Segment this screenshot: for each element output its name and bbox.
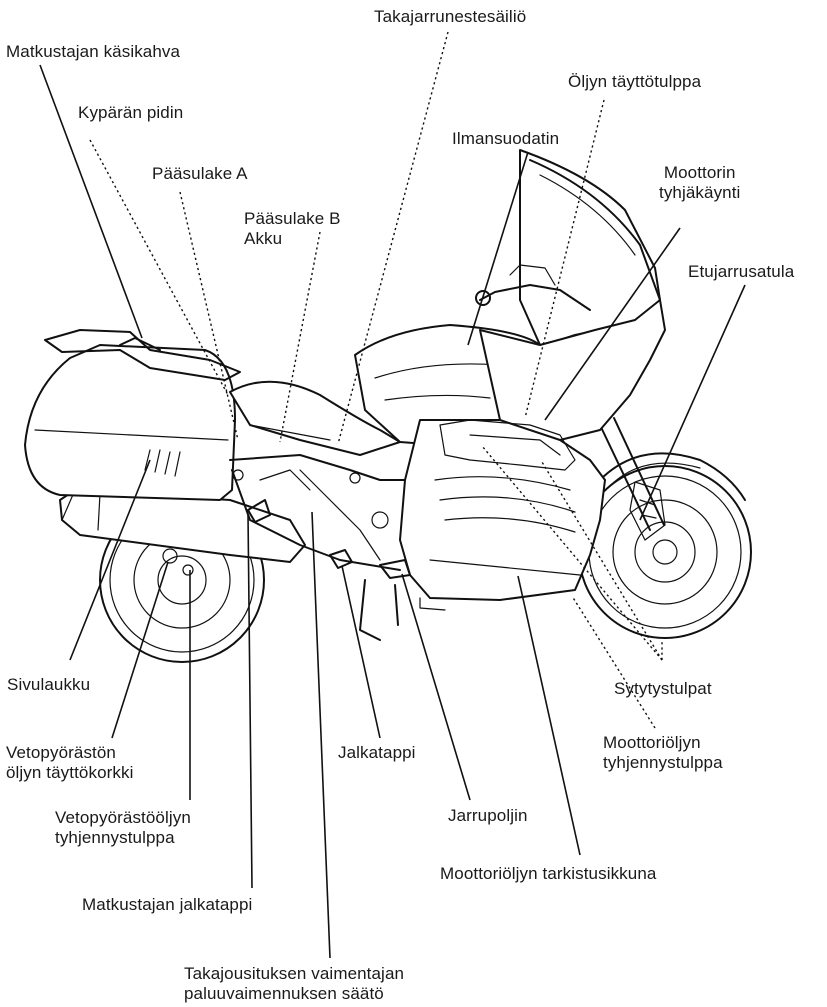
leader-takajousitus xyxy=(312,512,330,958)
label-akku: Akku xyxy=(244,229,341,249)
label-takajousituksen-saato: Takajousituksen vaimentajan paluuvaimenn… xyxy=(184,964,404,1004)
label-paasulake-a: Pääsulake A xyxy=(152,164,248,184)
label-vetopyorastooljyn-line1: Vetopyörästööljyn xyxy=(55,808,191,828)
label-matkustajan-jalkatappi: Matkustajan jalkatappi xyxy=(82,895,252,915)
label-moottorioljyn-tyhjennystulppa-line1: Moottoriöljyn xyxy=(603,733,723,753)
label-sivulaukku: Sivulaukku xyxy=(7,675,90,695)
label-etujarrusatula: Etujarrusatula xyxy=(688,262,794,282)
leader-jalkatappi xyxy=(342,566,380,738)
label-sytytystulpat: Sytytystulpat xyxy=(614,679,712,699)
label-oljyn-tayttotulppa: Öljyn täyttötulppa xyxy=(568,72,701,92)
leader-vetopyorasto-tayttokorkki xyxy=(112,562,168,738)
exhaust xyxy=(60,490,305,562)
label-vetopyorastooljyn-tyhjennystulppa: Vetopyörästööljyn tyhjennystulppa xyxy=(55,808,191,848)
label-moottorioljyn-tyhjennystulppa: Moottoriöljyn tyhjennystulppa xyxy=(603,733,723,773)
label-moottorioljyn-tarkistusikkuna: Moottoriöljyn tarkistusikkuna xyxy=(440,864,656,884)
label-jalkatappi: Jalkatappi xyxy=(338,743,416,763)
label-ilmansuodatin: Ilmansuodatin xyxy=(452,129,559,149)
label-kyparan-pidin: Kypärän pidin xyxy=(78,103,183,123)
label-moottorin-tyhjakaynti: Moottorin tyhjäkäynti xyxy=(659,163,740,203)
label-vetopyorasto-line2: öljyn täyttökorkki xyxy=(6,763,133,783)
label-takajousitus-line2: paluuvaimennuksen säätö xyxy=(184,984,404,1004)
label-paasulake-b-akku: Pääsulake B Akku xyxy=(244,209,341,249)
label-vetopyorasto-tayttokorkki: Vetopyörästön öljyn täyttökorkki xyxy=(6,743,133,783)
label-moottorin-tyhjakaynti-line2: tyhjäkäynti xyxy=(659,183,740,203)
motorcycle-illustration xyxy=(25,150,751,662)
front-fork xyxy=(600,418,665,540)
label-moottorin-tyhjakaynti-line1: Moottorin xyxy=(659,163,740,183)
leader-moottorioljyn-tyhjennystulppa xyxy=(572,596,655,728)
label-vetopyorasto-line1: Vetopyörästön xyxy=(6,743,133,763)
label-takajarrunestesailio: Takajarrunestesäiliö xyxy=(374,7,526,27)
label-jarrupoljin: Jarrupoljin xyxy=(448,806,528,826)
engine-fairing xyxy=(400,420,605,610)
center-stand xyxy=(360,580,398,640)
label-matkustajan-kasikahva: Matkustajan käsikahva xyxy=(6,42,180,62)
label-vetopyorastooljyn-line2: tyhjennystulppa xyxy=(55,828,191,848)
label-moottorioljyn-tyhjennystulppa-line2: tyhjennystulppa xyxy=(603,753,723,773)
leader-matkustajan-jalkatappi xyxy=(248,514,252,888)
leader-jarrupoljin xyxy=(402,574,470,800)
side-case xyxy=(25,345,235,500)
label-paasulake-b: Pääsulake B xyxy=(244,209,341,229)
label-takajousitus-line1: Takajousituksen vaimentajan xyxy=(184,964,404,984)
